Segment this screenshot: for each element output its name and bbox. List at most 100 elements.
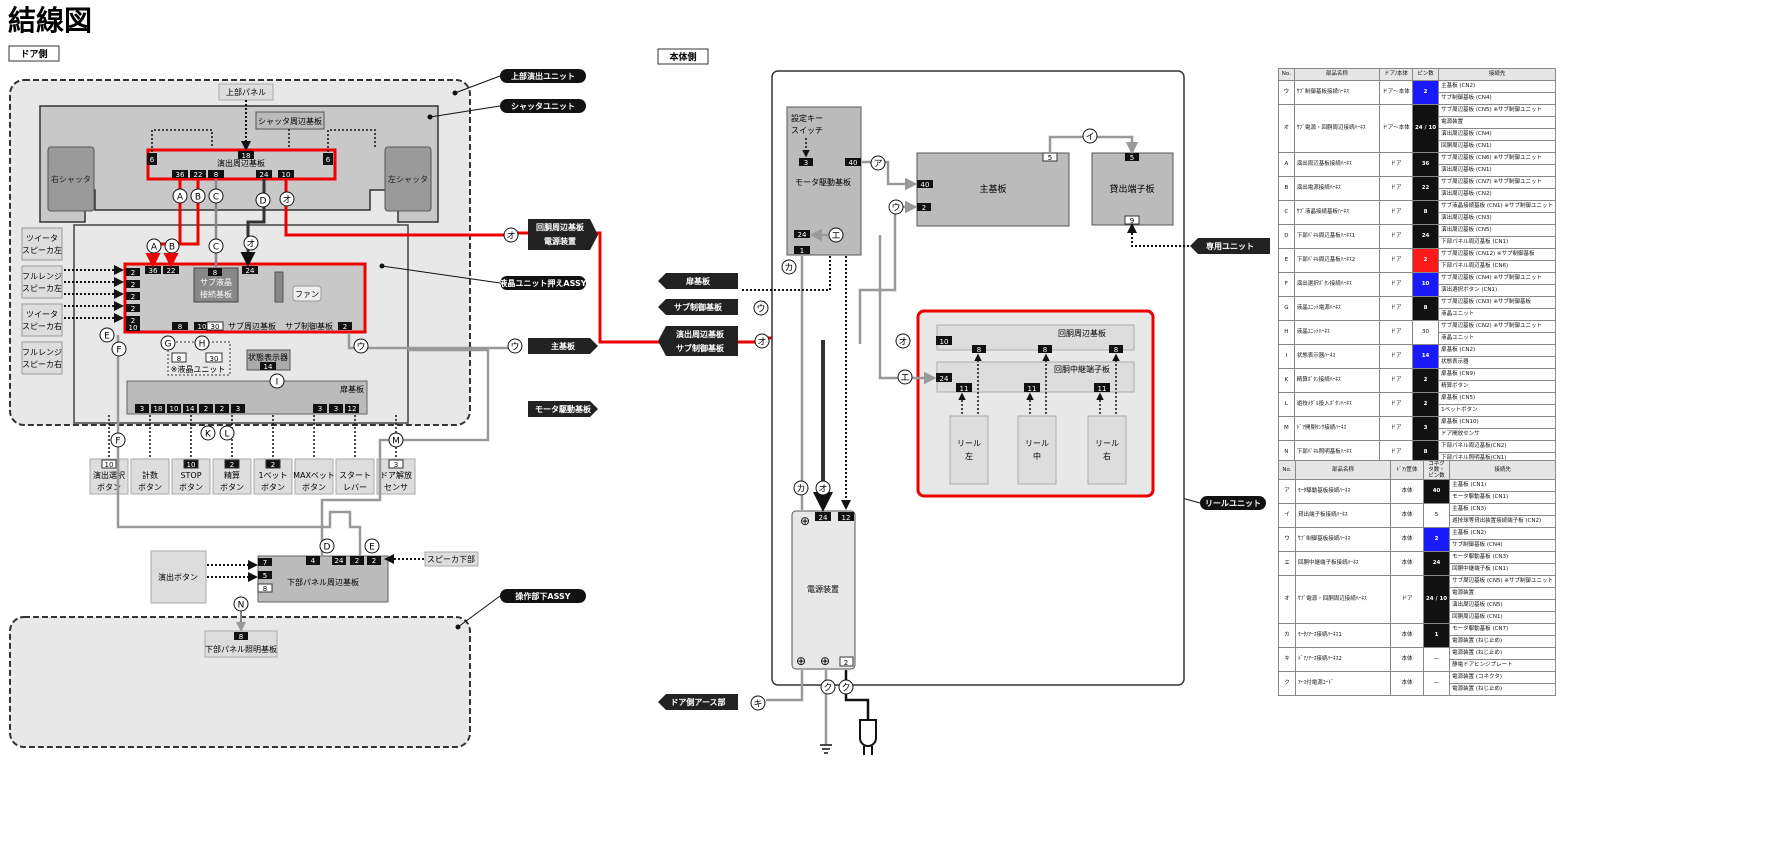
harness-letter: B bbox=[169, 243, 175, 253]
pt-pin-5: 5 bbox=[1130, 154, 1134, 162]
button-label-2: ボタン bbox=[179, 483, 203, 492]
harness-letter: ウ bbox=[756, 304, 765, 315]
row-part-name: ﾄﾞｱ開閉ｾﾝｻ接続ﾊｰﾈｽ bbox=[1293, 416, 1381, 441]
row-dest: サブ周辺基板 (CN2) ※サブ制御ユニット bbox=[1438, 320, 1556, 333]
reel-label-2: 右 bbox=[1103, 451, 1111, 461]
lp-pin-7: 7 bbox=[263, 559, 267, 567]
t2-head-no: No. bbox=[1278, 460, 1296, 480]
button-label-2: ボタン bbox=[220, 483, 244, 492]
harness-letter-circle bbox=[208, 188, 224, 204]
ps-pin-2: 2 bbox=[844, 659, 848, 667]
harness-letter-circle bbox=[99, 327, 115, 343]
harness-letter: カ bbox=[784, 263, 793, 274]
lcd-pin-2a: 2 bbox=[131, 269, 135, 277]
row-side: ドア bbox=[1379, 368, 1413, 393]
row-part-name: ﾄﾞｱ/ｱｰｽ接続ﾊｰﾈｽ2 bbox=[1294, 647, 1391, 672]
harness-letter: オ bbox=[282, 195, 291, 206]
button-box bbox=[89, 458, 129, 495]
door-board-label: 扉基板 bbox=[340, 384, 364, 394]
door-pin: 3 bbox=[334, 405, 338, 413]
row-dest: 主基板 (CN3) bbox=[1449, 503, 1556, 516]
row-dest: 演出周辺基板 (CN5) bbox=[1449, 599, 1556, 612]
harness-letter: L bbox=[224, 430, 229, 440]
harness-letter-circle bbox=[164, 238, 180, 254]
pin-ep-6a: 6 bbox=[150, 156, 155, 164]
callout-reel-periph-2: 電源装置 bbox=[544, 236, 576, 246]
harness-letter-circle bbox=[507, 338, 523, 354]
harness-letter-circle bbox=[146, 238, 162, 254]
lp-pin: 2 bbox=[355, 557, 359, 565]
row-part-name: ﾓｰﾀ/ｱｰｽ接続ﾊｰﾈｽ1 bbox=[1294, 623, 1391, 648]
harness-letter: F bbox=[116, 346, 121, 356]
row-pin: 2 bbox=[1411, 392, 1440, 417]
harness-letter: F bbox=[115, 437, 120, 447]
lp-pin: 4 bbox=[311, 557, 316, 565]
row-dest: モータ駆動基板 (CN7) bbox=[1449, 623, 1556, 636]
harness-letter-circle bbox=[388, 432, 404, 448]
row-dest: 下部パネル周辺基板 (CN6) bbox=[1438, 260, 1556, 273]
button-label-1: スタート bbox=[339, 471, 371, 480]
harness-letter-circle bbox=[820, 679, 836, 695]
button-pin: 2 bbox=[271, 461, 275, 469]
row-dest: 扉基板 (CN5) bbox=[1438, 392, 1556, 405]
button-label-2: ボタン bbox=[261, 483, 285, 492]
harness-letter-circle bbox=[753, 300, 769, 316]
door-side-label: ドア側 bbox=[20, 48, 47, 60]
status-pin-14: 14 bbox=[264, 363, 273, 371]
lp-pin-8: 8 bbox=[263, 585, 267, 593]
harness-letter: C bbox=[213, 193, 219, 203]
harness-letter-circle bbox=[815, 480, 831, 496]
harness-table-1: No. 部品名称 ドア/本体 ピン数 接続先 ウｻﾌﾞ制御基板接続ﾊｰﾈｽドア〜… bbox=[1278, 68, 1556, 465]
md-pin-40: 40 bbox=[849, 159, 858, 167]
t2-head-name: 部品名称 bbox=[1294, 460, 1391, 480]
main-board-label: 主基板 bbox=[979, 183, 1006, 195]
page-title: 結線図 bbox=[8, 4, 92, 37]
harness-letter-circle bbox=[219, 425, 235, 441]
reel bbox=[1017, 415, 1057, 485]
rr-pin-11: 11 bbox=[1028, 385, 1037, 393]
harness-letter: N bbox=[238, 601, 245, 611]
harness-letter: E bbox=[104, 332, 110, 342]
reel-label-2: 左 bbox=[965, 451, 973, 461]
tweeter-right-l1: ツイータ bbox=[26, 310, 58, 319]
fan-label: ファン bbox=[295, 290, 319, 299]
button-box bbox=[335, 458, 375, 495]
unit-pin-8: 8 bbox=[177, 355, 181, 363]
row-no: イ bbox=[1278, 503, 1296, 528]
harness-letter: オ bbox=[506, 231, 515, 242]
button-label-1: ドア解放 bbox=[380, 470, 412, 480]
harness-letter-circle bbox=[870, 155, 886, 171]
sub-periph-label: サブ周辺基板 bbox=[228, 321, 276, 331]
harness-letter: ク bbox=[823, 683, 832, 694]
row-pin: 8 bbox=[1411, 200, 1440, 225]
row-no: ウ bbox=[1278, 527, 1296, 552]
tweeter-right-l2: スピーカ右 bbox=[22, 321, 62, 331]
callout-door-board: 扉基板 bbox=[685, 276, 711, 286]
row-no: H bbox=[1278, 320, 1295, 345]
harness-letter: ウ bbox=[356, 342, 365, 353]
row-pin: 24 bbox=[1422, 551, 1451, 576]
left-shutter-label: 左シャッタ bbox=[388, 174, 428, 184]
row-part-name: 状態表示器ﾊｰﾈｽ bbox=[1293, 344, 1381, 369]
plug-icon bbox=[859, 719, 877, 747]
row-side: ドア bbox=[1379, 272, 1413, 297]
row-side: 本体 bbox=[1389, 479, 1424, 504]
row-dest: 主基板 (CN1) bbox=[1449, 479, 1556, 492]
harness-letter-circle bbox=[1082, 128, 1098, 144]
shutter-board-label: シャッタ周辺基板 bbox=[258, 116, 322, 126]
row-no: I bbox=[1278, 344, 1295, 369]
row-side: 本体 bbox=[1389, 551, 1424, 576]
row-no: M bbox=[1278, 416, 1295, 441]
t1-head-no: No. bbox=[1278, 68, 1295, 81]
lcd-pin-10b: 10 bbox=[198, 323, 207, 331]
reel-label-1: リール bbox=[1025, 439, 1049, 448]
harness-letter: オ bbox=[757, 337, 766, 348]
button-box bbox=[130, 458, 170, 495]
door-pin: 3 bbox=[318, 405, 322, 413]
lp-pin-5: 5 bbox=[263, 572, 267, 580]
setting-key-l1: 設定キー bbox=[791, 113, 823, 123]
harness-letter-circle bbox=[279, 191, 295, 207]
harness-letter-circle bbox=[190, 188, 206, 204]
row-dest: 回胴中継端子板 (CN1) bbox=[1449, 563, 1556, 576]
